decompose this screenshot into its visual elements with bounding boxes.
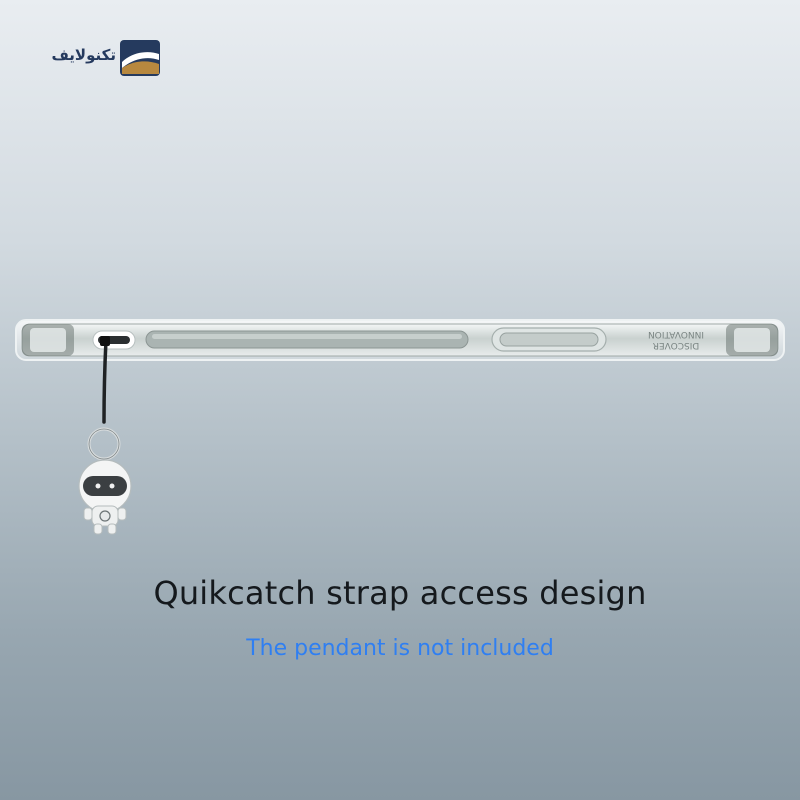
astronaut-pendant [78,459,132,535]
product-photo: DISCOVER INNOVATION [15,319,785,535]
brand-name: تکنولایف [51,46,116,64]
brand-swoosh-icon [120,40,160,76]
subheadline: The pendant is not included [246,636,554,661]
brand-logo: تکنولایف [38,40,162,78]
phone-case-edge [15,319,785,361]
case-engraving: DISCOVER INNOVATION [648,329,704,350]
engraving-line-1: DISCOVER [653,340,700,350]
headline: Quikcatch strap access design [153,574,647,612]
strap [87,336,121,461]
engraving-line-2: INNOVATION [648,329,704,339]
